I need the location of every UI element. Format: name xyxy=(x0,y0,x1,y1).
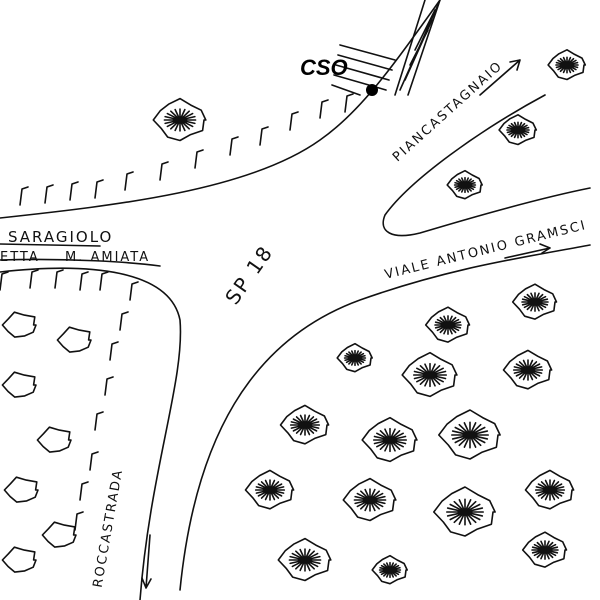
tree-icon xyxy=(547,49,587,81)
tree-icon xyxy=(277,537,332,582)
tree-icon xyxy=(336,342,373,373)
hatched-strip xyxy=(331,0,441,96)
embankment-tick xyxy=(89,451,99,471)
embankment-tick xyxy=(289,111,299,131)
tree-icon xyxy=(438,409,501,460)
embankment-tick xyxy=(79,271,89,291)
tree-icon xyxy=(361,416,418,463)
road-edge-west-block xyxy=(0,267,182,600)
direction-arrow-roccastrada xyxy=(141,534,152,589)
tree-icon xyxy=(401,351,458,398)
road-edge-north xyxy=(0,0,441,219)
embankment-tick xyxy=(69,181,79,201)
embankment-tick xyxy=(319,99,329,119)
shrub-icon xyxy=(41,521,77,548)
label-etta: ETTA xyxy=(0,250,40,265)
embankment-tick xyxy=(259,126,269,146)
tree-icon xyxy=(152,97,207,142)
shrub-icon xyxy=(36,426,72,453)
tree-icon xyxy=(424,306,471,343)
tree-icon xyxy=(342,477,397,522)
embankment-tick xyxy=(119,311,129,331)
cso-label: CSO xyxy=(300,55,348,80)
shrub-icon xyxy=(1,371,37,398)
line-saragiolo-underline xyxy=(0,243,101,247)
tree-icon xyxy=(502,349,553,390)
tree-icon xyxy=(433,486,496,537)
traffic-island xyxy=(382,94,591,237)
shrub-icon xyxy=(1,311,37,338)
embankment-tick xyxy=(109,341,119,361)
embankment-tick xyxy=(0,271,9,291)
tree-icon xyxy=(498,114,538,146)
tree-icon xyxy=(511,283,558,320)
embankment-tick xyxy=(79,481,89,501)
tree-icon xyxy=(524,469,575,510)
hatch-lines xyxy=(399,4,439,91)
tree-icon xyxy=(279,404,330,445)
embankment-tick xyxy=(159,161,169,181)
embankment-tick xyxy=(124,171,134,191)
embankment-tick xyxy=(54,269,64,289)
embankment-tick xyxy=(194,149,204,169)
label-m-amiata: M. AMIATA xyxy=(65,250,151,265)
embankment-tick xyxy=(94,411,104,431)
tree-icon xyxy=(446,169,483,200)
embankment-tick xyxy=(94,179,104,199)
tree-icon xyxy=(521,531,568,568)
label-saragiolo: SARAGIOLO xyxy=(8,228,114,246)
embankment-tick xyxy=(44,184,54,204)
embankment-tick xyxy=(229,136,239,156)
direction-arrow-piancastagnaio xyxy=(479,59,521,96)
embankment-tick xyxy=(19,186,29,206)
embankment-tick xyxy=(29,269,39,289)
cso-point-marker xyxy=(366,84,378,96)
embankment-tick xyxy=(104,376,114,396)
direction-arrow-gramsci xyxy=(504,243,551,259)
embankment-tick xyxy=(129,281,139,301)
embankment-tick xyxy=(344,93,354,113)
embankment-tick xyxy=(99,271,109,291)
shrub-icon xyxy=(56,326,92,353)
road-edge-m-amiata xyxy=(0,258,161,267)
shrub-icon xyxy=(3,476,39,503)
tree-icon xyxy=(371,554,408,585)
road-edge-south-east xyxy=(179,244,591,591)
shrub-icon xyxy=(1,546,37,573)
embankment-tick xyxy=(74,511,84,531)
tree-icon xyxy=(244,469,295,510)
